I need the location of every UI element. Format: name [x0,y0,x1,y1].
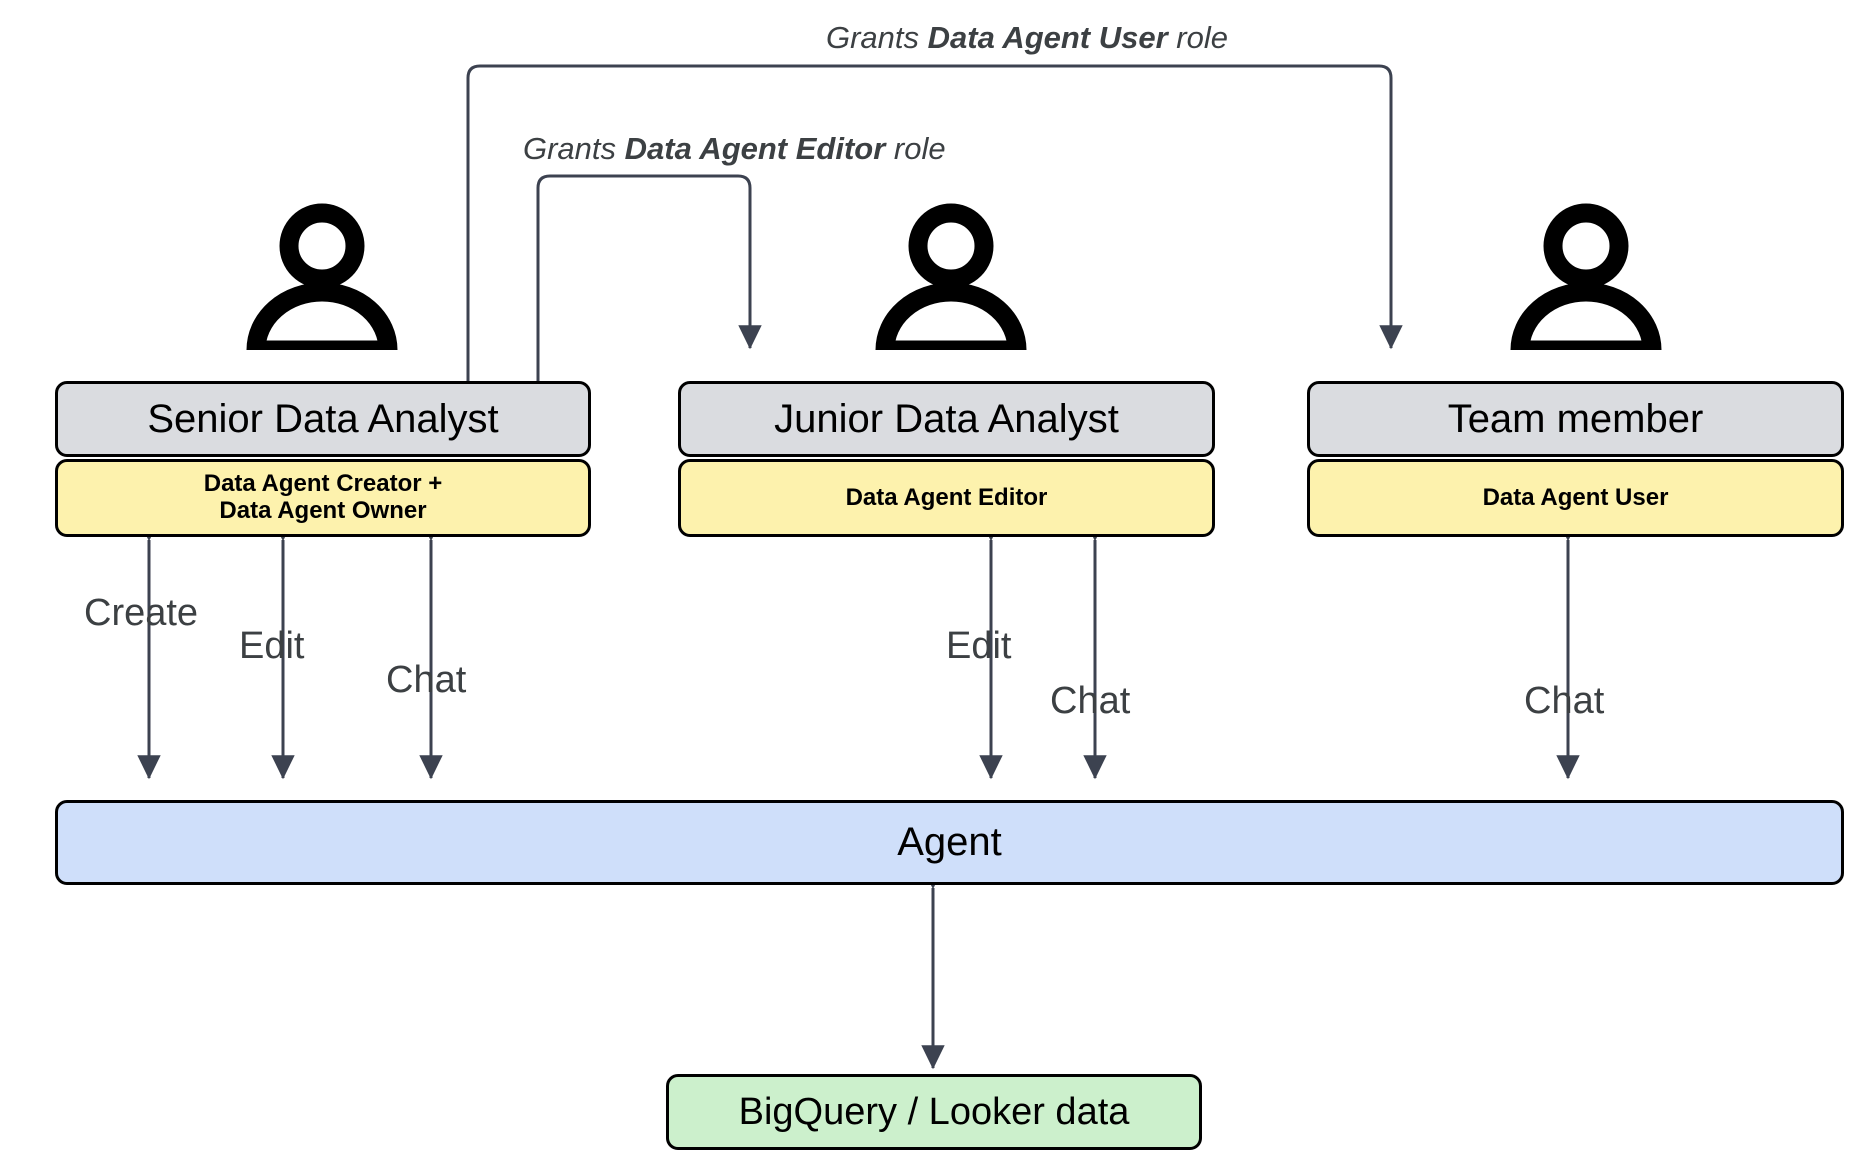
grant-role-name: Data Agent User [927,20,1168,55]
persona-header-team-member[interactable]: Team member [1307,381,1844,457]
grant-label-data-agent-editor: Grants Data Agent Editor role [523,131,946,166]
persona-header-senior-data-analyst[interactable]: Senior Data Analyst [55,381,591,457]
agent-label: Agent [897,820,1002,865]
edge-label-edit-junior: Edit [946,625,1012,667]
persona-title: Team member [1447,396,1704,441]
persona-title: Senior Data Analyst [147,396,499,441]
persona-grant-senior-data-analyst[interactable]: Data Agent Creator + Data Agent Owner [55,459,591,537]
persona-grant-junior-data-analyst[interactable]: Data Agent Editor [678,459,1215,537]
grant-label-data-agent-user: Grants Data Agent User role [826,20,1228,55]
edge-label-chat-team: Chat [1524,680,1605,722]
persona-grant-line-1: Data Agent Creator + [203,470,443,498]
data-source-label: BigQuery / Looker data [738,1090,1130,1133]
persona-grant-team-member[interactable]: Data Agent User [1307,459,1844,537]
persona-grant-line-2: Data Agent Owner [219,497,427,524]
persona-grant-line-1: Data Agent Editor [845,483,1048,511]
agent-node[interactable]: Agent [55,800,1844,885]
grant-role-name: Data Agent Editor [624,131,886,166]
person-icon [871,200,1031,360]
persona-title: Junior Data Analyst [774,396,1119,441]
person-icon [1506,200,1666,360]
persona-grant-line-1: Data Agent User [1482,483,1669,511]
person-icon [242,200,402,360]
edge-label-edit-senior: Edit [239,625,305,667]
data-source-node[interactable]: BigQuery / Looker data [666,1074,1202,1150]
edge-label-chat-junior: Chat [1050,680,1131,722]
edge-label-create: Create [84,592,199,634]
edge-label-chat-senior: Chat [386,659,467,701]
connector-grants-data-agent-editor [536,174,762,388]
persona-header-junior-data-analyst[interactable]: Junior Data Analyst [678,381,1215,457]
